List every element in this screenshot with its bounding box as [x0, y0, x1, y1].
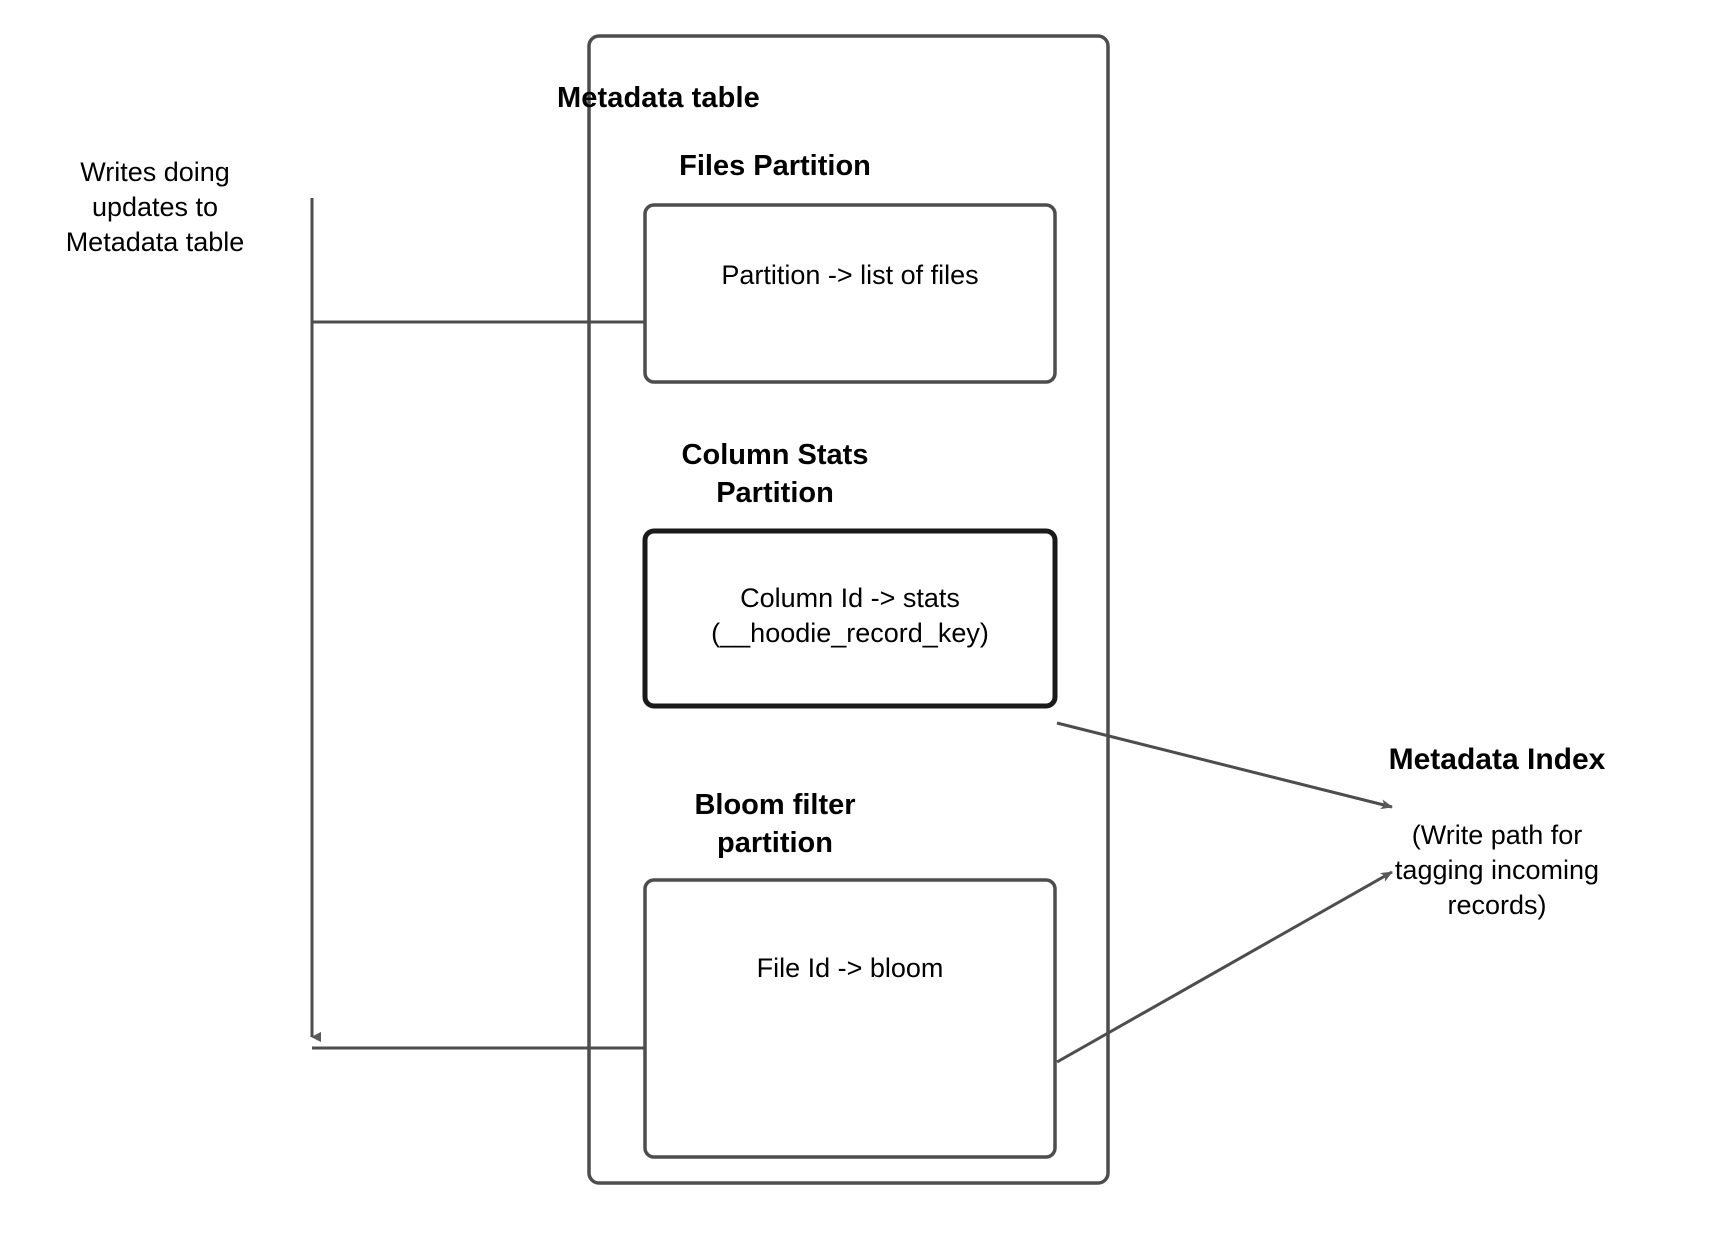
writes-caption: Writes doing updates to Metadata table — [65, 157, 245, 258]
column-stats-partition-heading: Column Stats Partition — [681, 439, 869, 509]
metadata-table-title: Metadata table — [557, 82, 760, 114]
bloom-filter-partition-heading: Bloom filter partition — [694, 789, 856, 859]
metadata-index-note: (Write path for tagging incoming records… — [1394, 820, 1600, 921]
bloom-filter-partition-box — [643, 878, 1057, 1159]
column-stats-partition-box-label: Column Id -> stats (__hoodie_record_key) — [711, 583, 989, 649]
metadata-index-title: Metadata Index — [1388, 743, 1606, 776]
bloom-filter-partition-box-label: File Id -> bloom — [756, 953, 944, 983]
files-partition-box — [643, 203, 1057, 384]
files-partition-box-label: Partition -> list of files — [721, 260, 979, 290]
files-partition-heading: Files Partition — [679, 150, 871, 182]
